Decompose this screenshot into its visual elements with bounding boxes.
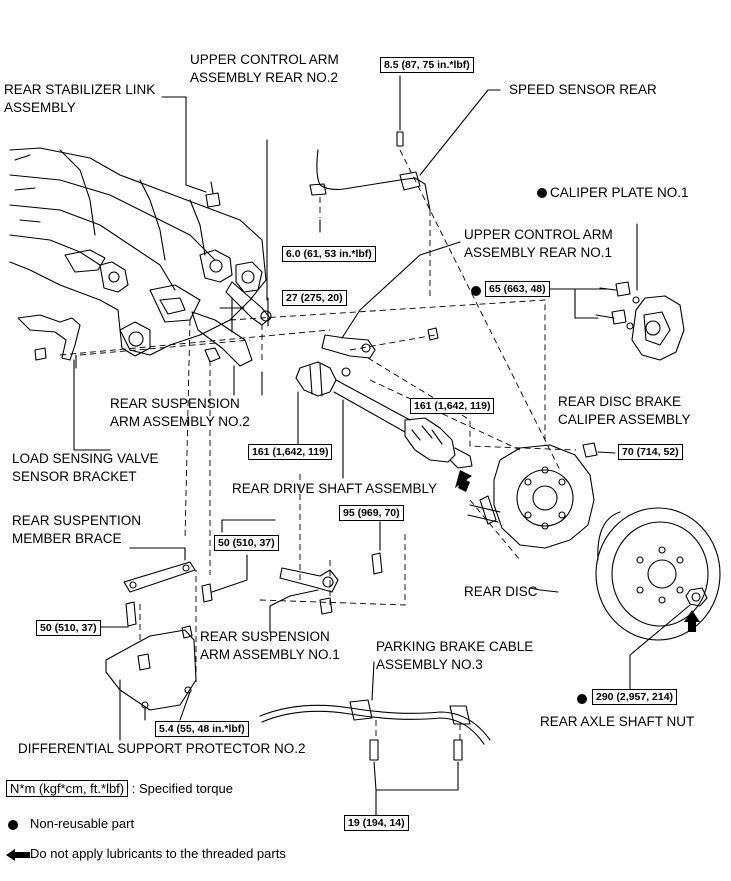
torque-spec: 5.4 (55, 48 in.*lbf) [155, 721, 249, 737]
label-susp-arm-no2: REAR SUSPENSION ARM ASSEMBLY NO.2 [110, 395, 250, 431]
label-line: ASSEMBLY REAR NO.2 [190, 70, 339, 85]
legend-text: Do not apply lubricants to the threaded … [30, 846, 286, 861]
label-line: REAR SUSPENSION [200, 629, 330, 644]
legend-unit-text: : Specified torque [131, 781, 233, 796]
label-stabilizer-link: REAR STABILIZER LINK ASSEMBLY [4, 81, 155, 117]
label-load-sensing: LOAD SENSING VALVE SENSOR BRACKET [12, 450, 159, 486]
label-line: ASSEMBLY REAR NO.1 [464, 245, 613, 260]
label-line: SENSOR BRACKET [12, 469, 137, 484]
torque-spec: 19 (194, 14) [344, 815, 409, 831]
label-line: ASSEMBLY [4, 100, 76, 115]
label-member-brace: REAR SUSPENTION MEMBER BRACE [12, 512, 141, 548]
torque-spec: 161 (1,642, 119) [248, 444, 333, 460]
torque-spec: 50 (510, 37) [36, 620, 101, 636]
upper-control-arm-no2 [225, 281, 272, 326]
member-brace [123, 561, 213, 627]
torque-spec: 6.0 (61, 53 in.*lbf) [282, 246, 376, 262]
label-susp-arm-no1: REAR SUSPENSION ARM ASSEMBLY NO.1 [200, 628, 340, 664]
suspension-arm-no1 [279, 552, 383, 615]
label-caliper-plate: CALIPER PLATE NO.1 [537, 184, 689, 202]
non-reusable-dot-icon [577, 690, 590, 708]
label-upper-arm-no2: UPPER CONTROL ARM ASSEMBLY REAR NO.2 [190, 51, 339, 87]
non-reusable-dot-icon [537, 188, 547, 199]
label-line: REAR SUSPENTION [12, 513, 142, 528]
suspension-member [9, 147, 267, 357]
non-reusable-dot-icon [8, 819, 18, 830]
label-line: REAR DISC BRAKE [558, 394, 682, 409]
torque-spec: 290 (2,957, 214) [592, 689, 678, 705]
label-line: MEMBER BRACE [12, 531, 122, 546]
torque-spec: 65 (663, 48) [485, 281, 550, 297]
upper-control-arm-no1 [321, 327, 439, 359]
label-line: REAR SUSPENSION [110, 396, 240, 411]
label-line: CALIPER ASSEMBLY [558, 412, 691, 427]
label-line: ARM ASSEMBLY NO.2 [110, 414, 250, 429]
legend-no-lube: Do not apply lubricants to the threaded … [6, 846, 286, 862]
label-text: CALIPER PLATE NO.1 [550, 185, 689, 200]
no-lube-arrow-icon [455, 470, 472, 492]
brake-caliper [595, 281, 685, 361]
label-speed-sensor: SPEED SENSOR REAR [509, 82, 657, 97]
speed-sensor [309, 131, 431, 211]
non-reusable-dot-icon [471, 282, 484, 300]
label-line: ASSEMBLY NO.3 [376, 657, 483, 672]
label-axle-nut: REAR AXLE SHAFT NUT [540, 714, 695, 729]
label-line: ARM ASSEMBLY NO.1 [200, 647, 340, 662]
legend-non-reusable: Non-reusable part [8, 816, 134, 832]
torque-spec: 95 (969, 70) [339, 505, 404, 521]
drive-shaft [295, 361, 473, 469]
legend-text: Non-reusable part [30, 816, 135, 831]
torque-spec: 8.5 (87, 75 in.*lbf) [380, 57, 474, 73]
parking-brake-cable [259, 699, 491, 761]
load-sensing-bracket [17, 314, 81, 369]
torque-spec: 161 (1,642, 119) [410, 398, 495, 414]
no-lube-arrow-icon [6, 848, 30, 861]
torque-spec: 70 (714, 52) [618, 444, 683, 460]
label-pb-cable: PARKING BRAKE CABLE ASSEMBLY NO.3 [376, 638, 533, 674]
legend-unit-box: N*m (kgf*cm, ft.*lbf) [6, 780, 129, 797]
rear-axle-carrier [467, 444, 595, 549]
no-lube-arrow-icon [684, 610, 700, 632]
label-rear-disc: REAR DISC [464, 584, 538, 599]
label-line: UPPER CONTROL ARM [464, 227, 613, 242]
label-upper-arm-no1: UPPER CONTROL ARM ASSEMBLY REAR NO.1 [464, 226, 613, 262]
label-line: PARKING BRAKE CABLE [376, 639, 534, 654]
label-line: LOAD SENSING VALVE [12, 451, 159, 466]
label-drive-shaft: REAR DRIVE SHAFT ASSEMBLY [232, 481, 438, 496]
torque-spec: 50 (510, 37) [214, 535, 279, 551]
suspension-arm-no2 [191, 297, 253, 367]
stabilizer-link [205, 181, 221, 208]
label-line: REAR STABILIZER LINK [4, 82, 156, 97]
label-line: UPPER CONTROL ARM [190, 52, 339, 67]
label-caliper: REAR DISC BRAKE CALIPER ASSEMBLY [558, 393, 691, 429]
label-diff-protector: DIFFERENTIAL SUPPORT PROTECTOR NO.2 [18, 741, 306, 756]
rear-disc [595, 507, 721, 641]
axle-nut [685, 587, 708, 607]
legend-torque-unit: N*m (kgf*cm, ft.*lbf) : Specified torque [6, 780, 233, 797]
torque-spec: 27 (275, 20) [282, 290, 347, 306]
